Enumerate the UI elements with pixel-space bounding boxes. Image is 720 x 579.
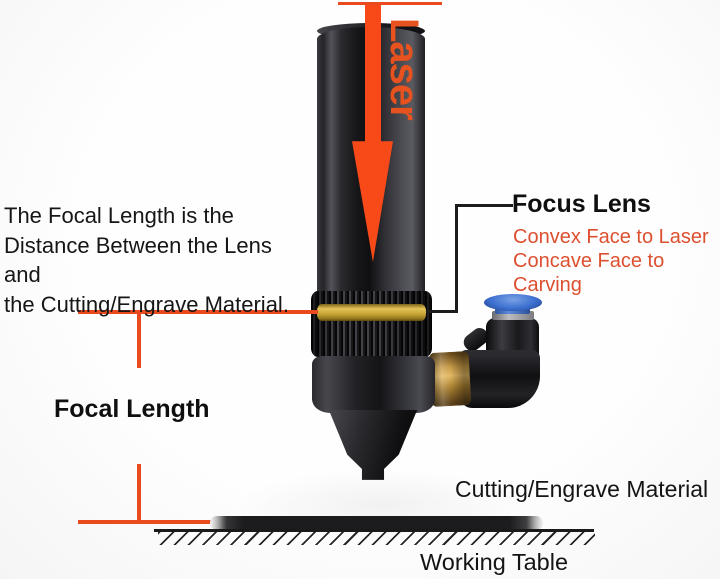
focus-lens-leader-line bbox=[455, 204, 513, 207]
definition-line: the Cutting/Engrave Material. bbox=[4, 291, 289, 317]
focal-length-label: Focal Length bbox=[54, 395, 210, 423]
laser-source-line bbox=[338, 2, 442, 5]
cutting-material-label: Cutting/Engrave Material bbox=[455, 476, 709, 502]
focus-lens-leader-line bbox=[455, 204, 458, 313]
brass-connector bbox=[428, 350, 472, 408]
definition-line: Distance Between the Lens and bbox=[4, 232, 272, 288]
knurled-lens-tube bbox=[311, 291, 432, 357]
focus-lens-label: Focus Lens bbox=[512, 190, 651, 218]
focus-lens-note-convex: Convex Face to Laser bbox=[513, 226, 709, 248]
focal-length-dim-tick bbox=[137, 310, 141, 368]
working-table-hatch bbox=[158, 532, 595, 545]
focal-length-definition: The Focal Length is the Distance Between… bbox=[4, 201, 314, 319]
nozzle-collar bbox=[312, 356, 435, 413]
focal-length-dim-tick bbox=[137, 464, 141, 524]
focus-lens-leader-line bbox=[426, 310, 458, 313]
fitting-collar bbox=[492, 311, 534, 320]
definition-line: The Focal Length is the bbox=[4, 203, 234, 228]
working-table-line bbox=[154, 529, 594, 532]
focus-lens-note-concave: Concave Face to Carving bbox=[513, 250, 665, 296]
blue-push-fitting-icon bbox=[484, 294, 542, 311]
air-elbow-bend bbox=[460, 350, 540, 408]
focal-length-dim-top-line bbox=[78, 310, 318, 314]
laser-beam-label: Laser bbox=[382, 18, 426, 120]
focus-lens-gold-ring bbox=[317, 304, 426, 321]
focal-length-dim-bottom-line bbox=[78, 520, 212, 524]
cutting-material-bar bbox=[210, 516, 543, 530]
working-table-label: Working Table bbox=[420, 549, 569, 575]
